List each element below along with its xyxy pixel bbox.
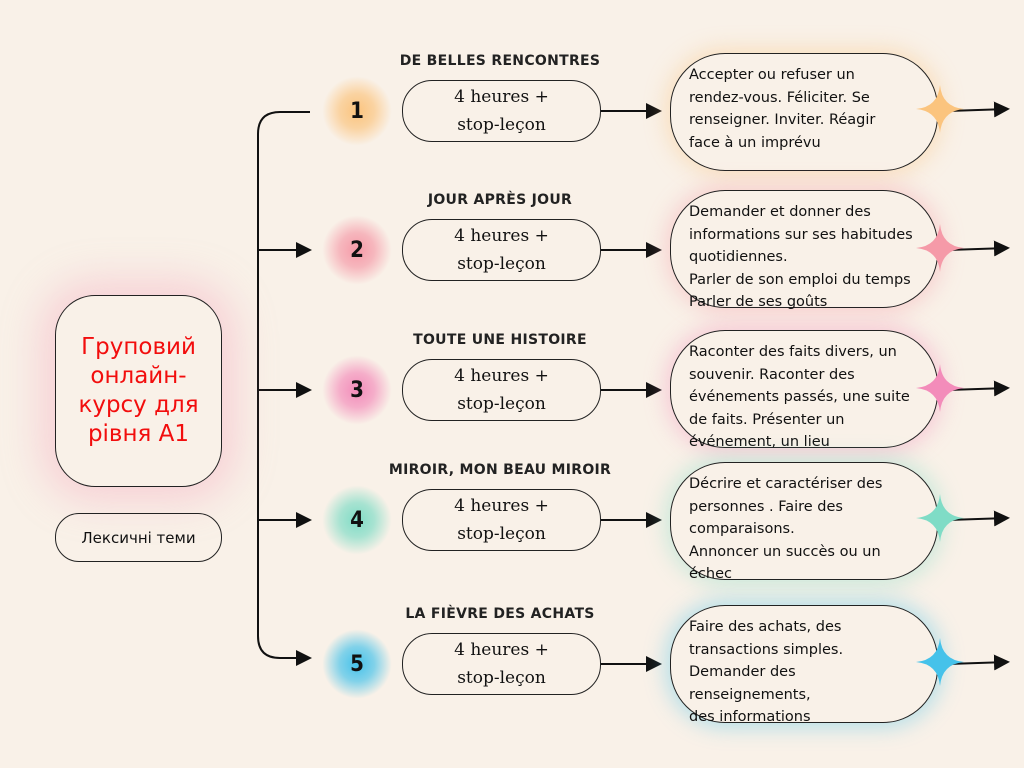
- module-title: JOUR APRÈS JOUR: [427, 192, 573, 208]
- module-hours-pill: 4 heures + stop-leçon: [402, 80, 601, 142]
- module-title: TOUTE UNE HISTOIRE: [413, 332, 587, 348]
- title-line: курсу для: [78, 392, 199, 418]
- stop-lesson-text: stop-leçon: [457, 394, 546, 414]
- hours-text: 4 heures +: [454, 366, 549, 386]
- course-title-box: Груповий онлайн- курсу для рівня А1: [55, 295, 222, 487]
- module-description: Demander et donner des informations sur …: [670, 190, 938, 310]
- module-number: 4: [350, 507, 364, 533]
- module-hours-pill: 4 heures + stop-leçon: [402, 359, 601, 421]
- hours-text: 4 heures +: [454, 226, 549, 246]
- module-number: 3: [350, 377, 364, 403]
- module-description: Décrire et caractériser des personnes . …: [670, 462, 938, 582]
- lexical-topics-label: Лексичні теми: [55, 513, 222, 562]
- hours-text: 4 heures +: [454, 640, 549, 660]
- desc-out-arrow: [947, 101, 1010, 118]
- stop-lesson-text: stop-leçon: [457, 668, 546, 688]
- stop-lesson-text: stop-leçon: [457, 524, 546, 544]
- module-hours-pill: 4 heures + stop-leçon: [402, 219, 601, 281]
- module-number-badge: 4: [322, 485, 392, 555]
- module-number-badge: 5: [322, 629, 392, 699]
- module-description: Accepter ou refuser un rendez-vous. Féli…: [670, 53, 938, 171]
- module-number: 5: [350, 651, 364, 677]
- module-description: Raconter des faits divers, un souvenir. …: [670, 330, 938, 450]
- module-description: Faire des achats, des transactions simpl…: [670, 605, 938, 725]
- trunk-line: [257, 111, 312, 666]
- module-hours-pill: 4 heures + stop-leçon: [402, 489, 601, 551]
- module-number: 1: [350, 98, 364, 124]
- title-line: рівня А1: [87, 421, 190, 447]
- hours-text: 4 heures +: [454, 87, 549, 107]
- module-number-badge: 3: [322, 355, 392, 425]
- module-title: LA FIÈVRE DES ACHATS: [405, 606, 595, 622]
- module-title: DE BELLES RENCONTRES: [399, 53, 601, 69]
- desc-out-arrow: [947, 380, 1010, 397]
- sparkle-star-icon: [916, 638, 964, 686]
- module-number-badge: 1: [322, 76, 392, 146]
- desc-out-arrow: [947, 240, 1010, 257]
- sparkle-star-icon: [916, 224, 964, 272]
- sparkle-star-icon: [916, 364, 964, 412]
- sparkle-star-icon: [916, 494, 964, 542]
- module-number: 2: [350, 237, 364, 263]
- desc-out-arrow: [947, 510, 1010, 527]
- module-title: MIROIR, MON BEAU MIROIR: [388, 462, 612, 478]
- sparkle-star-icon: [916, 85, 964, 133]
- desc-out-arrow: [947, 654, 1010, 671]
- hours-text: 4 heures +: [454, 496, 549, 516]
- stop-lesson-text: stop-leçon: [457, 254, 546, 274]
- title-line: онлайн-: [90, 363, 187, 389]
- module-hours-pill: 4 heures + stop-leçon: [402, 633, 601, 695]
- course-title: Груповий онлайн- курсу для рівня А1: [78, 333, 198, 449]
- module-number-badge: 2: [322, 215, 392, 285]
- title-line: Груповий: [81, 334, 196, 360]
- stop-lesson-text: stop-leçon: [457, 115, 546, 135]
